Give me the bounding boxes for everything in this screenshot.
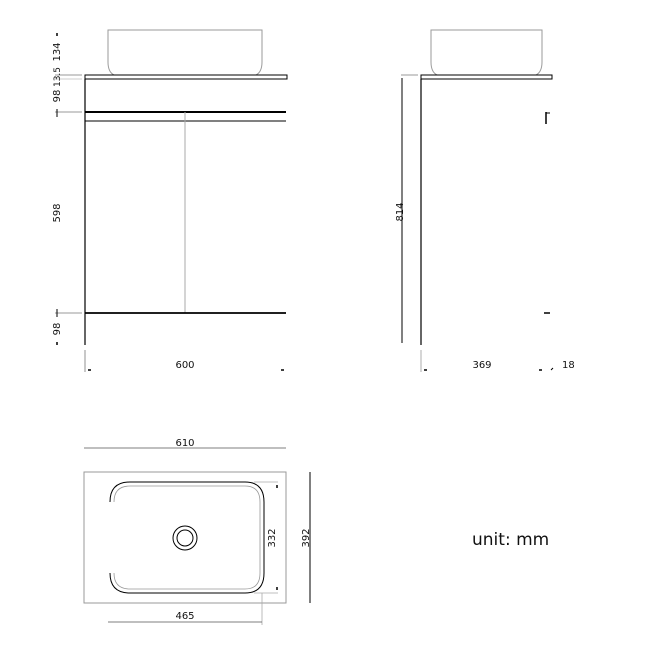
top-view: 610 332 392 465 [83,438,312,625]
dim-top-width: 610 [175,438,194,449]
dim-basin-width: 465 [175,611,194,622]
side-basin-outline [430,29,543,76]
front-basin-outline [107,29,263,76]
basin-outer [109,481,265,594]
dim-basin-height: 134 [52,42,63,61]
dim-overhang: 18 [562,360,575,371]
dim-depth: 369 [472,360,491,371]
dim-plinth: 98 [52,323,63,336]
drain-icon [172,525,198,551]
dim-door-height: 598 [52,203,63,222]
side-countertop [420,74,553,80]
top-countertop [83,471,287,604]
front-countertop [84,74,288,80]
dim-width: 600 [175,360,194,371]
dim-top-rail: 98 [52,90,63,103]
dim-basin-inner-depth: 332 [267,528,278,547]
dim-top-depth: 392 [301,528,312,547]
front-view: 134 13.5 98 598 98 600 [52,29,288,372]
side-view: 814 369 18 [395,29,575,372]
dim-side-height: 814 [395,202,406,221]
unit-label: unit: mm [472,530,549,550]
dim-top-thickness: 13.5 [53,67,63,87]
